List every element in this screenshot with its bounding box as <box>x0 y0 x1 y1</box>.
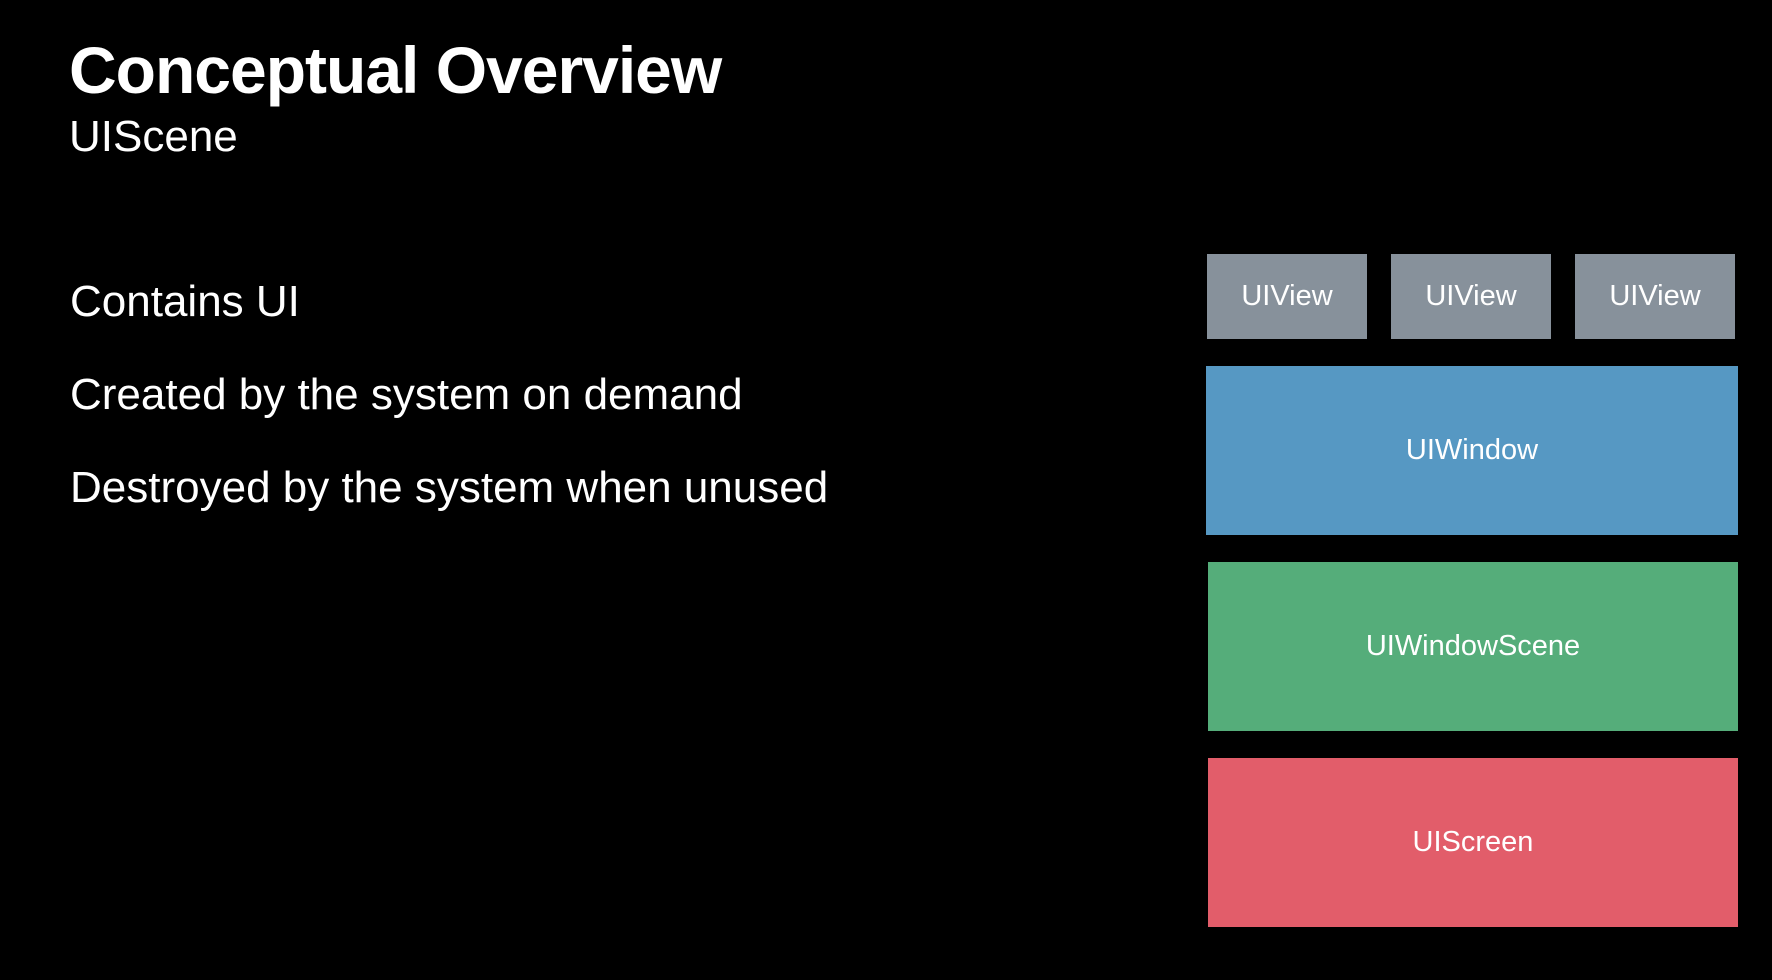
slide-title: Conceptual Overview <box>69 33 722 107</box>
slide-subtitle: UIScene <box>69 112 238 161</box>
bullet-list: Contains UI Created by the system on dem… <box>70 275 828 554</box>
bullet-item: Destroyed by the system when unused <box>70 463 829 512</box>
uiwindowscene-box: UIWindowScene <box>1208 562 1738 731</box>
uiscreen-box: UIScreen <box>1208 758 1738 927</box>
uiview-box: UIView <box>1391 254 1551 339</box>
uiwindow-box: UIWindow <box>1206 366 1738 535</box>
uiview-box: UIView <box>1207 254 1367 339</box>
uiview-box: UIView <box>1575 254 1735 339</box>
bullet-item: Created by the system on demand <box>70 370 743 419</box>
bullet-item: Contains UI <box>70 277 300 326</box>
